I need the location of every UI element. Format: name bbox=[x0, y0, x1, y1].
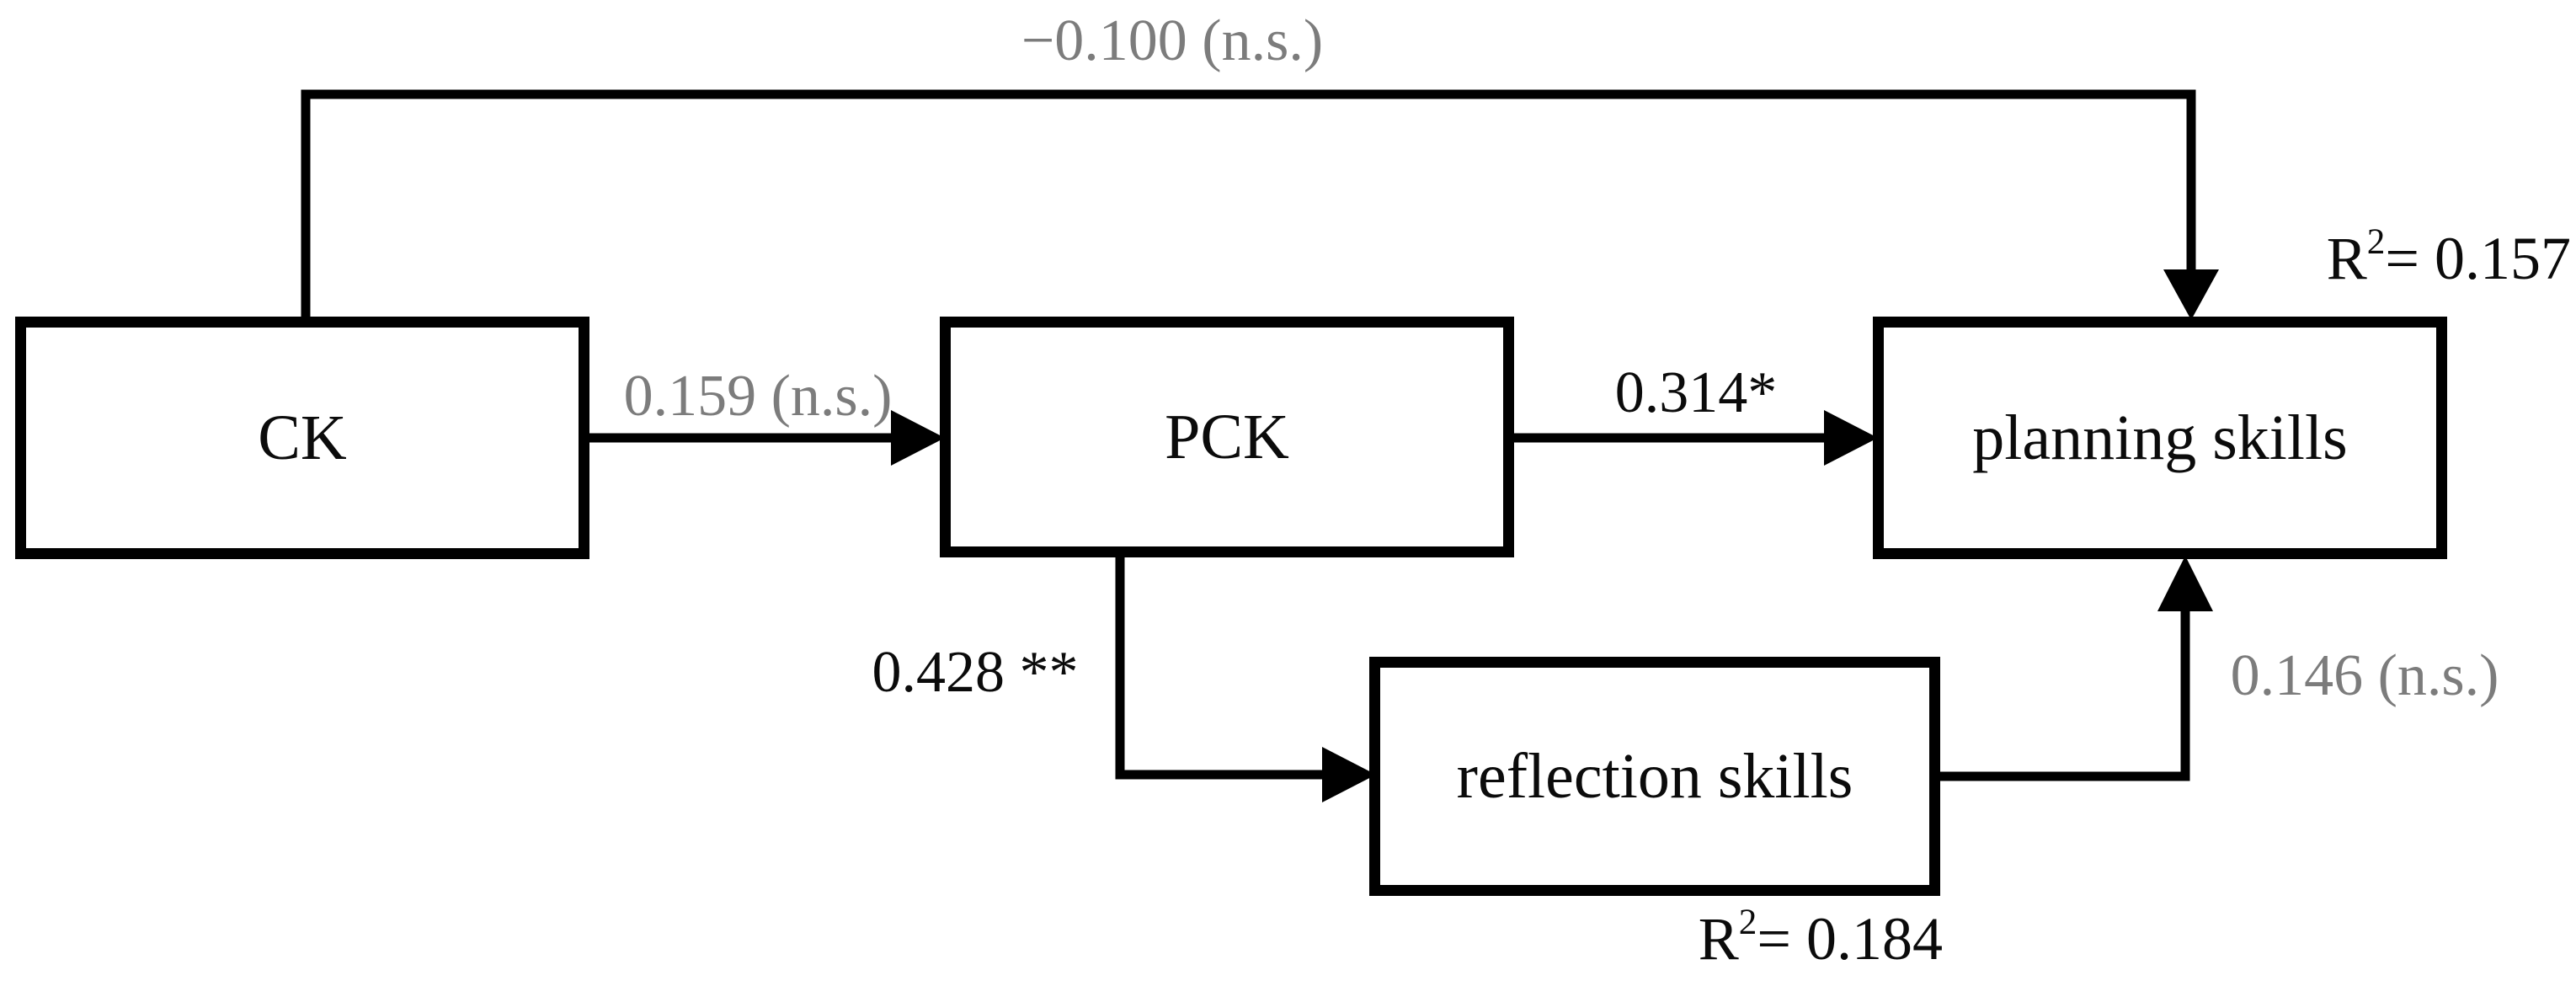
coef-pck-planning: 0.314* bbox=[1614, 360, 1778, 425]
arrowhead-pck-reflection bbox=[1322, 747, 1376, 802]
arrow-ck-planning bbox=[301, 89, 2196, 318]
node-pck-label: PCK bbox=[1165, 401, 1289, 472]
node-planning-skills: planning skills bbox=[1873, 317, 2447, 559]
r-squared-planning-value: = 0.157 bbox=[2385, 225, 2571, 292]
r-squared-planning-exponent: 2 bbox=[2366, 221, 2386, 262]
r-squared-planning: R2= 0.157 bbox=[2326, 224, 2571, 292]
coef-pck-reflection: 0.428 ** bbox=[872, 640, 1079, 705]
r-squared-reflection-exponent: 2 bbox=[1738, 902, 1757, 942]
arrowhead-ck-planning bbox=[2163, 269, 2219, 320]
node-ck-label: CK bbox=[258, 402, 347, 473]
node-planning-skills-label: planning skills bbox=[1972, 402, 2348, 473]
r-squared-reflection-base: R bbox=[1698, 905, 1739, 973]
arrowhead-pck-planning bbox=[1824, 410, 1878, 466]
node-reflection-skills: reflection skills bbox=[1369, 657, 1940, 896]
node-ck: CK bbox=[15, 317, 589, 559]
arrow-pck-reflection bbox=[1115, 554, 1325, 780]
node-pck: PCK bbox=[940, 317, 1514, 557]
arrowhead-reflection-planning bbox=[2157, 556, 2213, 611]
r-squared-reflection: R2= 0.184 bbox=[1698, 902, 1943, 973]
arrowhead-ck-pck bbox=[891, 410, 945, 466]
coef-ck-pck: 0.159 (n.s.) bbox=[623, 364, 893, 429]
node-reflection-skills-label: reflection skills bbox=[1456, 740, 1853, 812]
coef-reflection-planning: 0.146 (n.s.) bbox=[2230, 643, 2499, 708]
r-squared-reflection-value: = 0.184 bbox=[1757, 905, 1943, 973]
coef-ck-planning: −0.100 (n.s.) bbox=[1021, 8, 1324, 73]
r-squared-planning-base: R bbox=[2326, 225, 2367, 292]
arrow-reflection-planning bbox=[1939, 608, 2190, 781]
